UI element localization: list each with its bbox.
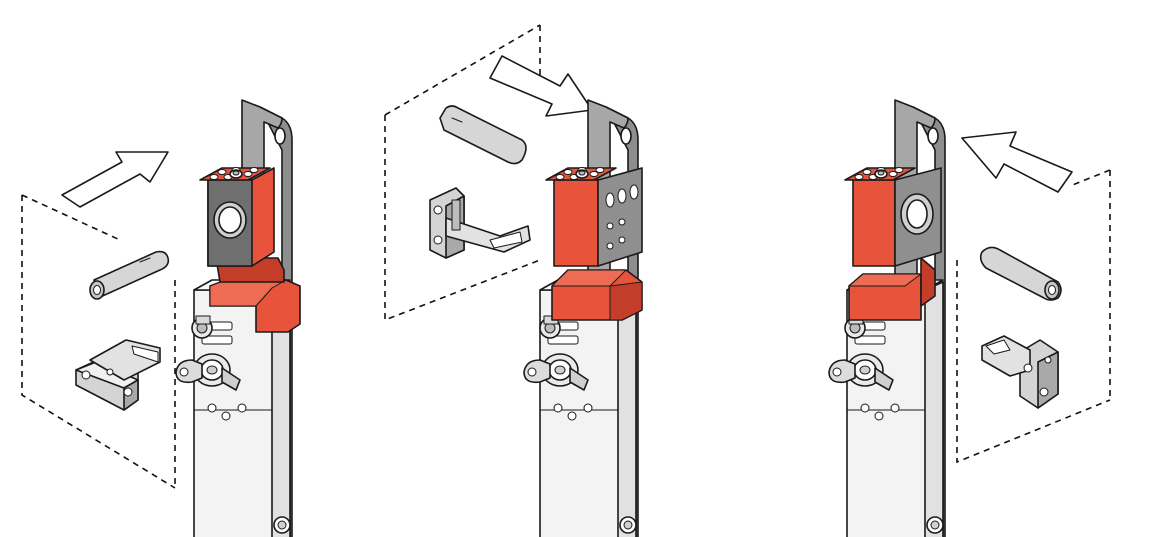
dashed-frame-right [956,169,1111,464]
dashed-frame-middle [384,24,541,322]
arrow-icon [489,55,593,117]
view-middle [384,24,643,537]
view-left [21,99,301,537]
pin-icon [89,250,170,300]
arrow-icon [961,131,1073,193]
bracket-icon [75,339,161,411]
pin-icon [439,105,527,165]
view-right [828,99,1111,537]
bracket-icon [429,187,531,259]
dashed-frame-left [21,194,176,489]
arrow-icon [61,151,169,208]
bracket-icon [981,335,1059,409]
pin-icon [979,246,1062,301]
